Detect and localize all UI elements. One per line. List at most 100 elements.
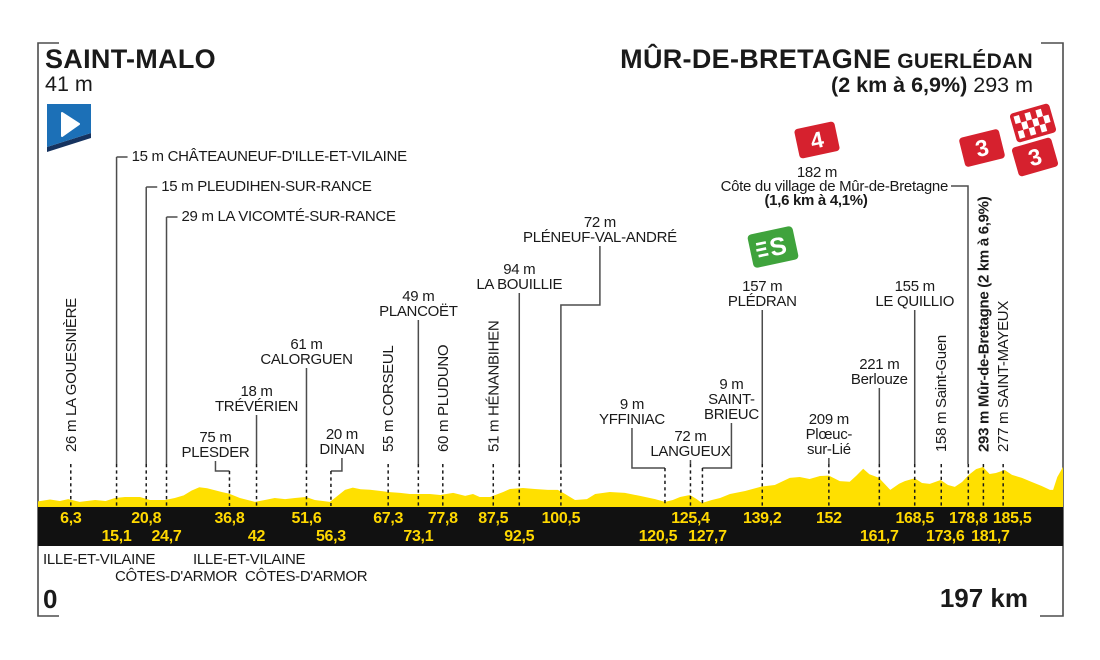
- location-label: 277 m SAINT-MAYEUX: [995, 301, 1012, 452]
- distance-value: 178,8: [949, 510, 988, 527]
- distance-value: 139,2: [743, 510, 782, 527]
- location-label: 51 m HÉNANBIHEN: [485, 321, 502, 452]
- departement-label: CÔTES-D'ARMOR: [115, 568, 238, 585]
- location-label: 155 m: [895, 278, 935, 295]
- location-label: 61 m: [290, 336, 322, 353]
- location-label: 158 m Saint-Guen: [933, 335, 950, 452]
- location-label: DINAN: [319, 441, 364, 458]
- category-4-climb-badge: 4: [794, 121, 840, 159]
- distance-value: 125,4: [671, 510, 710, 527]
- location-label: 20 m: [326, 426, 358, 443]
- distance-value: 185,5: [993, 510, 1032, 527]
- sprint-badge: S: [747, 226, 799, 268]
- location-label: PLÉNEUF-VAL-ANDRÉ: [523, 229, 677, 246]
- location-label: YFFINIAC: [599, 411, 665, 428]
- location-label: 60 m PLUDUNO: [435, 345, 452, 452]
- location-label: PLESDER: [182, 444, 250, 461]
- svg-text:3: 3: [973, 134, 992, 162]
- category-3-climb-badge: 3: [959, 129, 1005, 167]
- leader-line: [560, 246, 601, 464]
- leader-line: [631, 428, 665, 469]
- location-s: 155 mLE QUILLIO 168,5: [875, 278, 954, 527]
- distance-value: 152: [816, 510, 842, 527]
- distance-value: 77,8: [428, 510, 458, 527]
- distance-value: 181,7: [971, 528, 1010, 545]
- location-label: BRIEUC: [704, 406, 759, 423]
- location-v: 26 m LA GOUESNIÈRE 6,3: [60, 298, 82, 527]
- location-label: Plœuc-: [806, 426, 853, 443]
- total-distance: 197 km: [940, 583, 1028, 613]
- distance-bar: [38, 507, 1063, 546]
- distance-value: 100,5: [542, 510, 581, 527]
- departement-label: ILLE-ET-VILAINE: [193, 551, 306, 568]
- location-v: 60 m PLUDUNO 77,8: [428, 345, 459, 527]
- leader-line: [330, 458, 343, 472]
- distance-value: 161,7: [860, 528, 899, 545]
- distance-value: 73,1: [403, 528, 433, 545]
- location-label: 221 m: [859, 356, 899, 373]
- finish-line-bracket: [1040, 42, 1064, 617]
- distance-value: 6,3: [60, 510, 82, 527]
- location-label: 18 m: [240, 383, 272, 400]
- distance-value: 36,8: [214, 510, 244, 527]
- distance-value: 56,3: [316, 528, 346, 545]
- location-r: 29 m LA VICOMTÉ-SUR-RANCE 24,7: [152, 208, 397, 545]
- start-name: SAINT-MALO: [45, 44, 216, 74]
- distance-value: 51,6: [292, 510, 322, 527]
- cote-elevation: 182 m: [797, 164, 837, 181]
- distance-value: 24,7: [152, 528, 182, 545]
- distance-value: 87,5: [478, 510, 508, 527]
- elevation-profile-area: [38, 467, 1063, 507]
- location-label: 55 m CORSEUL: [380, 346, 397, 452]
- location-label: LA BOUILLIE: [476, 276, 562, 293]
- location-label: PLÉDRAN: [728, 293, 797, 310]
- distance-value: 42: [248, 528, 266, 545]
- location-r: 15 m PLEUDIHEN-SUR-RANCE 20,8: [131, 178, 372, 527]
- location-label: 15 m PLEUDIHEN-SUR-RANCE: [161, 178, 372, 195]
- start-elevation: 41 m: [45, 72, 93, 96]
- location-label: 49 m: [402, 288, 434, 305]
- location-label: 29 m LA VICOMTÉ-SUR-RANCE: [182, 208, 396, 225]
- leader-line: [165, 216, 178, 464]
- cote-gradient: (1,6 km à 4,1%): [764, 192, 867, 209]
- chart-layer: 26 m LA GOUESNIÈRE 6,3 15 m CHÂTEAUNEUF-D'…: [38, 103, 1063, 546]
- location-label: sur-Lié: [807, 441, 851, 458]
- start-flag-icon: [47, 104, 91, 152]
- finish-name: MÛR-DE-BRETAGNE GUERLÉDAN: [620, 43, 1033, 74]
- svg-text:4: 4: [808, 126, 826, 154]
- location-label: SAINT-: [708, 391, 755, 408]
- location-label: 72 m: [674, 428, 706, 445]
- location-label: 94 m: [503, 261, 535, 278]
- location-label: 15 m CHÂTEAUNEUF-D'ILLE-ET-VILAINE: [132, 148, 408, 165]
- location-v: 51 m HÉNANBIHEN 87,5: [478, 321, 509, 527]
- location-label: 209 m: [809, 411, 849, 428]
- distance-value: 168,5: [895, 510, 934, 527]
- distance-value: 20,8: [131, 510, 161, 527]
- location-label: 72 m: [584, 214, 616, 231]
- location-label: LE QUILLIO: [875, 293, 954, 310]
- distance-value: 127,7: [688, 528, 727, 545]
- location-label: 26 m LA GOUESNIÈRE: [63, 298, 80, 452]
- leader-line: [702, 423, 733, 469]
- location-label: 75 m: [199, 429, 231, 446]
- location-v: 293 m Mûr-de-Bretagne (2 km à 6,9%)181,7: [971, 196, 1010, 545]
- location-none: 178,8: [949, 464, 988, 527]
